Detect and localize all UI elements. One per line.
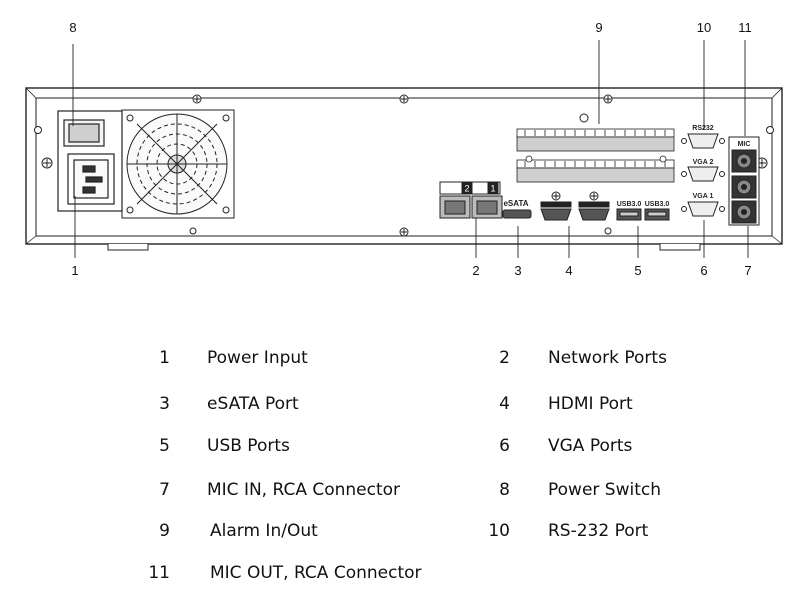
esata-port: eSATA — [502, 199, 532, 219]
legend-label: MIC IN, RCA Connector — [207, 480, 401, 500]
vga-label: VGA 2 — [693, 159, 714, 166]
vga-label: VGA 1 — [693, 193, 714, 200]
legend-number: 3 — [159, 394, 170, 414]
legend-number: 5 — [159, 436, 170, 456]
legend-label: Network Ports — [548, 348, 667, 368]
legend-label: RS-232 Port — [548, 521, 649, 541]
leader-lines — [72, 40, 749, 258]
legend-label: Power Input — [207, 348, 308, 368]
usb-ports: USB3.0 USB3.0 — [616, 201, 670, 221]
legend-label: eSATA Port — [207, 394, 299, 414]
legend-number: 10 — [488, 521, 510, 541]
legend-label: VGA Ports — [548, 436, 633, 456]
callout-5: 5 — [634, 263, 641, 278]
power-module — [57, 110, 123, 212]
callout-1: 1 — [71, 263, 78, 278]
callout-3: 3 — [514, 263, 521, 278]
network-port-label: 2 — [464, 184, 469, 194]
rs232-port: RS232 — [681, 125, 725, 149]
legend-number: 11 — [148, 563, 170, 583]
hdmi-ports — [540, 191, 610, 221]
feet — [107, 244, 701, 251]
alarm-terminals — [516, 128, 675, 183]
vga-ports: VGA 2 VGA 1 — [681, 159, 725, 217]
rs232-label: RS232 — [692, 125, 714, 132]
legend-number: 7 — [159, 480, 170, 500]
network-port-label: 1 — [490, 184, 495, 194]
legend-label: HDMI Port — [548, 394, 633, 414]
usb-label: USB3.0 — [645, 201, 670, 208]
callout-7: 7 — [744, 263, 751, 278]
callout-9: 9 — [595, 20, 602, 35]
callout-10: 10 — [697, 20, 711, 35]
esata-label: eSATA — [503, 199, 528, 208]
chassis — [25, 87, 783, 245]
screws — [34, 94, 774, 237]
legend-number: 9 — [159, 521, 170, 541]
callout-4: 4 — [565, 263, 572, 278]
legend-number: 1 — [159, 348, 170, 368]
legend-number: 4 — [499, 394, 510, 414]
callout-2: 2 — [472, 263, 479, 278]
callout-11: 11 — [738, 20, 752, 35]
legend-label: Power Switch — [548, 480, 662, 500]
fan — [121, 109, 235, 219]
legend-number: 2 — [499, 348, 510, 368]
mic-rca-connectors: MIC — [728, 136, 760, 226]
legend-label: MIC OUT, RCA Connector — [210, 563, 422, 583]
callout-8: 8 — [69, 20, 76, 35]
callout-6: 6 — [700, 263, 707, 278]
network-ports: 2 1 — [439, 181, 503, 219]
mic-label: MIC — [738, 141, 751, 148]
legend-label: USB Ports — [207, 436, 290, 456]
rear-panel-diagram: 2 1 eSATA USB3.0 USB3.0 — [25, 20, 783, 278]
legend-label: Alarm In/Out — [210, 521, 318, 541]
legend-number: 8 — [499, 480, 510, 500]
usb-label: USB3.0 — [617, 201, 642, 208]
legend-number: 6 — [499, 436, 510, 456]
callout-numbers: 8 9 10 11 1 2 3 4 5 6 7 — [69, 20, 751, 278]
